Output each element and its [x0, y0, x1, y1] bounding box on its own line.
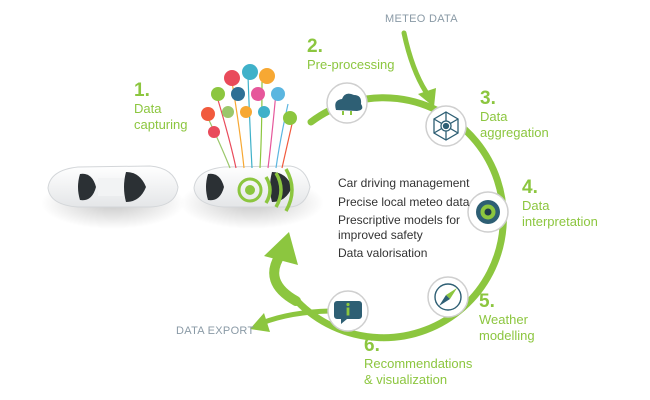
step-2-icon-circle [326, 82, 368, 124]
car-right [180, 165, 324, 229]
step-4-label: Data interpretation [522, 198, 598, 229]
feature-item: Prescriptive models for improved safety [338, 213, 461, 242]
step-6-label: Recommendations & visualization [364, 356, 473, 387]
step-1: 1. Data capturing [134, 80, 187, 133]
step-3-label: Data aggregation [480, 109, 549, 140]
temperature-icon [224, 70, 240, 86]
step-3: 3. Data aggregation [480, 88, 549, 141]
step-5-label: Weather modelling [479, 312, 535, 343]
car-left [41, 165, 185, 229]
fuel-icon [271, 87, 285, 101]
wiper-icon [240, 106, 252, 118]
gps-icon [251, 87, 265, 101]
road-icon [231, 87, 245, 101]
step-6-icon-circle [327, 290, 369, 332]
sensor-bubbles [201, 64, 297, 138]
step-6: 6. Recommendations & visualization [364, 335, 472, 388]
lights-icon [258, 106, 270, 118]
data-export-arrow [250, 308, 333, 332]
step-5-number: 5. [479, 291, 495, 312]
step-4: 4. Data interpretation [522, 177, 598, 230]
step-3-number: 3. [480, 88, 496, 109]
feature-item: Data valorisation [338, 246, 428, 260]
step-2-label: Pre-processing [307, 57, 395, 72]
step-4-number: 4. [522, 177, 538, 198]
speed-icon [283, 111, 297, 125]
feature-item: Car driving management [338, 176, 470, 190]
battery-icon [201, 107, 215, 121]
step-2-number: 2. [307, 36, 323, 57]
step-5-icon-circle [427, 276, 469, 318]
network-icon [433, 111, 459, 141]
step-2: 2. Pre-processing [307, 36, 394, 73]
step-6-number: 6. [364, 335, 380, 356]
car-icon [259, 68, 275, 84]
eye-icon [476, 200, 500, 224]
step-1-label: Data capturing [134, 101, 188, 132]
camera-icon [208, 126, 220, 138]
info-icon [334, 301, 362, 324]
signal-wave [264, 176, 272, 204]
feature-item: Precise local meteo data [338, 194, 470, 209]
signal-wave [284, 168, 294, 212]
meteo-data-label: METEO DATA [385, 13, 458, 25]
step-5: 5. Weather modelling [479, 291, 535, 344]
cycle-arc [293, 94, 507, 342]
settings-icon [222, 106, 234, 118]
target-icon [237, 177, 263, 203]
signal-wave [274, 172, 283, 208]
traffic-light-icon [211, 87, 225, 101]
step-1-number: 1. [134, 80, 150, 101]
step-3-icon-circle [425, 105, 467, 147]
cloud-icon [335, 93, 363, 115]
return-arrow [264, 232, 301, 306]
data-export-label: DATA EXPORT [176, 325, 255, 337]
feature-list: Car driving management Precise local met… [338, 176, 469, 265]
step-4-icon-circle [467, 191, 509, 233]
meteo-data-arrow [401, 30, 436, 107]
wifi-icon [242, 64, 258, 80]
compass-icon [434, 283, 462, 311]
